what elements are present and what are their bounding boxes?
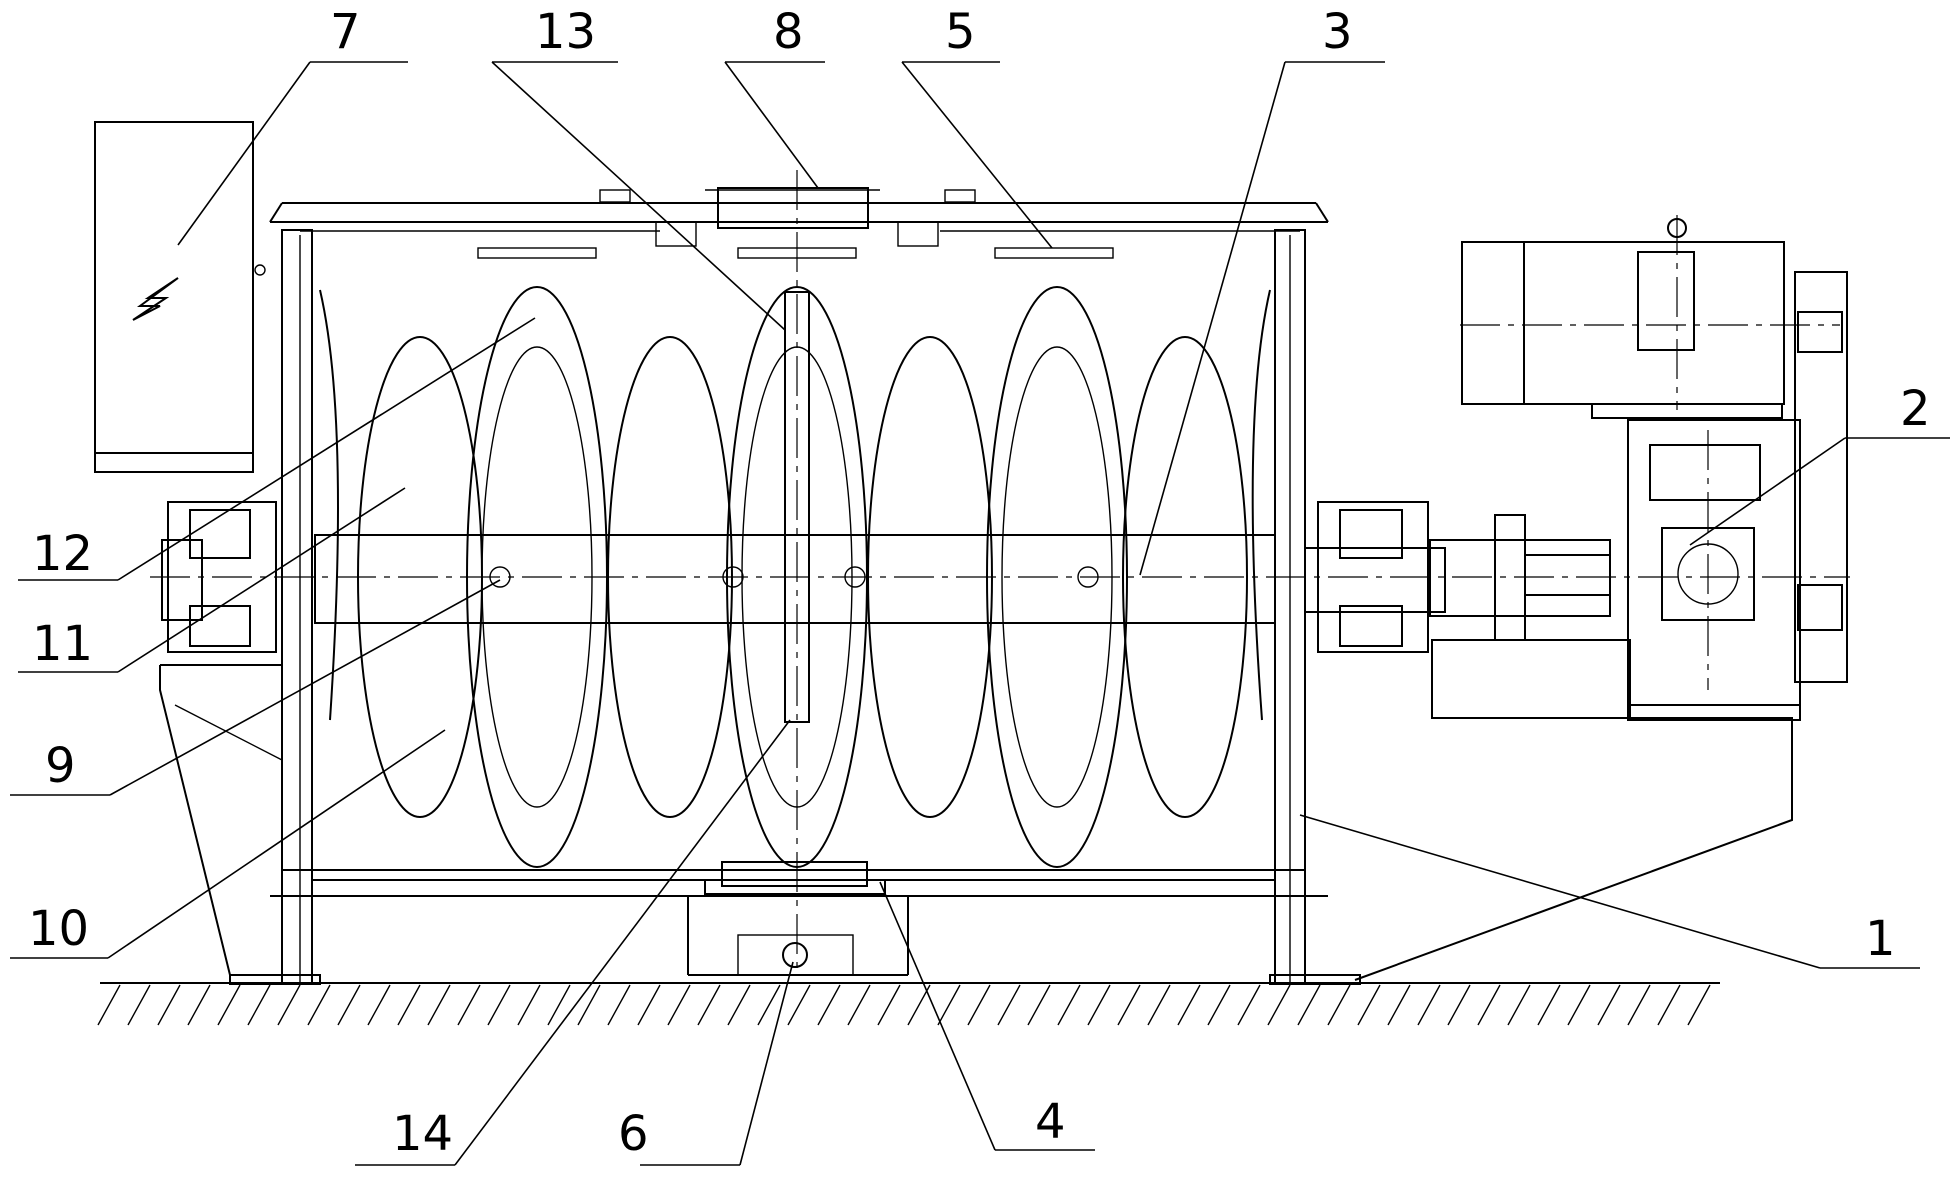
ground-hatch-line: [668, 985, 690, 1025]
part-labels: 7 13 8 5 3 2 12 11 9 10 1 14 6 4: [28, 4, 1931, 1162]
ground-hatch-line: [1058, 985, 1080, 1025]
ground-hatch-line: [998, 985, 1020, 1025]
discharge-valve: [688, 862, 908, 975]
label-10: 10: [28, 901, 89, 957]
ground-hatch-line: [1448, 985, 1470, 1025]
gear-reducer: [1628, 420, 1800, 720]
ground-hatch-line: [1388, 985, 1410, 1025]
ground-hatch-line: [488, 985, 510, 1025]
ground-hatch-line: [788, 985, 810, 1025]
label-3: 3: [1322, 4, 1353, 60]
leader-lines: [10, 62, 1950, 1165]
ground-hatch-line: [758, 985, 780, 1025]
label-5: 5: [945, 4, 976, 60]
ground-hatch-line: [728, 985, 750, 1025]
label-1: 1: [1865, 911, 1896, 967]
ground-hatch-line: [278, 985, 300, 1025]
label-4: 4: [1035, 1094, 1066, 1150]
lightning-bolt-icon: [133, 278, 178, 320]
ground-hatch-line: [878, 985, 900, 1025]
ground-hatch-line: [398, 985, 420, 1025]
label-6: 6: [618, 1106, 649, 1162]
label-11: 11: [32, 616, 93, 672]
ground-hatch-line: [1688, 985, 1710, 1025]
label-13: 13: [535, 4, 596, 60]
ground-hatch-line: [368, 985, 390, 1025]
label-8: 8: [773, 4, 804, 60]
ground-hatch-line: [1418, 985, 1440, 1025]
ground-hatch-line: [1118, 985, 1140, 1025]
ground-hatch-line: [1508, 985, 1530, 1025]
ground-hatch-line: [248, 985, 270, 1025]
ground-hatch-line: [1238, 985, 1260, 1025]
label-7: 7: [330, 4, 361, 60]
ground-hatch-line: [1268, 985, 1290, 1025]
label-12: 12: [32, 526, 93, 582]
label-14: 14: [392, 1106, 453, 1162]
mixing-tank: [160, 190, 1360, 984]
ground-hatch-line: [968, 985, 990, 1025]
ground-hatch-line: [158, 985, 180, 1025]
ground-hatch-line: [1568, 985, 1590, 1025]
ground-hatch-line: [1628, 985, 1650, 1025]
ground-hatch-line: [1178, 985, 1200, 1025]
ground-hatch-line: [1298, 985, 1320, 1025]
center-lines: [150, 170, 1850, 975]
ground-hatch-line: [428, 985, 450, 1025]
ground-hatch-line: [338, 985, 360, 1025]
belt-drive: [1795, 272, 1847, 682]
ground-hatch-line: [578, 985, 600, 1025]
ground-hatch-line: [608, 985, 630, 1025]
ground-hatch-line: [548, 985, 570, 1025]
ground-hatch-line: [1088, 985, 1110, 1025]
ground-hatch-line: [188, 985, 210, 1025]
ground-hatch-line: [698, 985, 720, 1025]
ground-hatch-line: [218, 985, 240, 1025]
ground-hatch-line: [128, 985, 150, 1025]
motor: [1462, 219, 1784, 418]
ground-hatch-line: [848, 985, 870, 1025]
ground-hatch-line: [638, 985, 660, 1025]
ground-hatch-line: [1538, 985, 1560, 1025]
ground-hatch-line: [1598, 985, 1620, 1025]
ground-hatch-line: [818, 985, 840, 1025]
ground-hatch-line: [938, 985, 960, 1025]
ground: [98, 983, 1720, 1025]
ground-hatch-line: [308, 985, 330, 1025]
ground-hatch-line: [1148, 985, 1170, 1025]
ground-hatch-line: [1658, 985, 1680, 1025]
ground-hatch-line: [458, 985, 480, 1025]
ground-hatch-line: [98, 985, 120, 1025]
ground-hatch-line: [1028, 985, 1050, 1025]
ground-hatch-line: [1328, 985, 1350, 1025]
reducer-base: [1355, 640, 1792, 980]
ground-hatch-line: [518, 985, 540, 1025]
label-9: 9: [45, 738, 76, 794]
label-2: 2: [1900, 381, 1931, 437]
ground-hatch-line: [1478, 985, 1500, 1025]
ground-hatch-line: [1358, 985, 1380, 1025]
ground-hatch-line: [1208, 985, 1230, 1025]
